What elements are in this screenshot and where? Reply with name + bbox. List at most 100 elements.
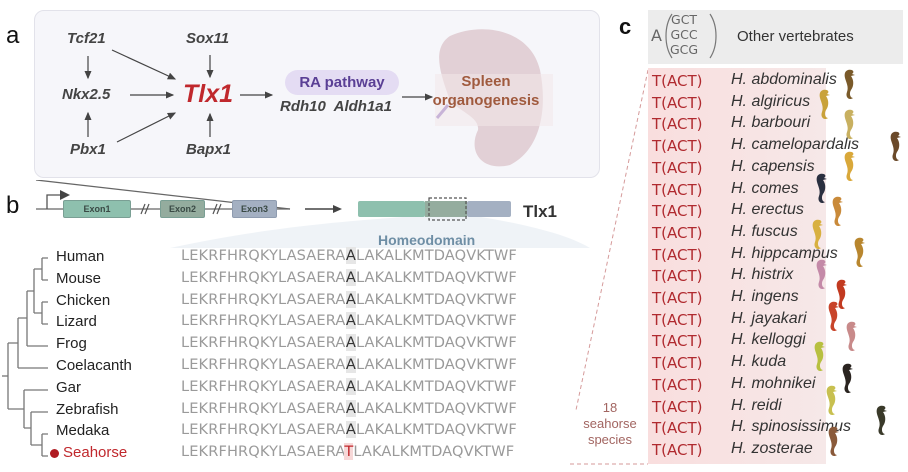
sequence-row: LEKRFHRQKYLASAERAALAKALKMTDAQVKTWF [181, 312, 517, 330]
sequence-prefix: LEKRFHRQKYLASAERA [181, 443, 345, 461]
species-label: Seahorse [63, 444, 128, 462]
seahorse-codon: T(ACT) [652, 375, 703, 394]
seahorse-codon: T(ACT) [652, 158, 703, 177]
seahorse-species-name: H. jayakari [731, 309, 807, 327]
exon1-box: Exon1 [63, 200, 131, 218]
seahorse-codon: T(ACT) [652, 332, 703, 351]
spleen-organogenesis-label: Spleen organogenesis [416, 72, 556, 110]
seahorse-species-count-note: 18 seahorse species [578, 400, 642, 448]
species-label: Human [56, 248, 105, 265]
variable-site: A [345, 312, 356, 330]
seahorse-species-name: H. fuscus [731, 222, 798, 240]
variable-site: A [345, 334, 356, 352]
seahorse-species-name: H. algiricus [731, 92, 811, 110]
seahorse-icon [812, 219, 823, 250]
seahorse-codon: T(ACT) [652, 440, 703, 459]
variable-site: A [345, 268, 356, 286]
sequence-prefix: LEKRFHRQKYLASAERA [181, 247, 346, 264]
note-line2: seahorse [583, 416, 637, 431]
sequence-prefix: LEKRFHRQKYLASAERA [181, 268, 346, 286]
sequence-suffix: LAKALKMTDAQVKTWF [355, 421, 517, 439]
seahorse-icon [844, 69, 855, 100]
seahorse-icon [844, 109, 855, 140]
arrow-pbx1-tlx1 [116, 112, 177, 143]
sequence-row: LEKRFHRQKYLASAERAALAKALKMTDAQVKTWF [181, 377, 517, 395]
seahorse-species-name: H. histrix [731, 266, 794, 284]
species-label: Gar [56, 378, 82, 396]
seahorse-codon: T(ACT) [652, 397, 703, 416]
seahorse-icon [832, 196, 843, 227]
sequence-prefix: LEKRFHRQKYLASAERA [181, 334, 346, 352]
panel-c-label: c [619, 14, 632, 39]
gene-tlx1: Tlx1 [183, 80, 234, 108]
sequence-suffix: LAKALKMTDAQVKTWF [355, 377, 517, 395]
variable-site: A [345, 356, 356, 373]
seahorse-species-name: H. kelloggi [731, 331, 806, 349]
codon-gcg: GCG [670, 42, 699, 57]
seahorse-codon: T(ACT) [652, 419, 703, 438]
variable-site: T [344, 443, 354, 461]
sequence-prefix: LEKRFHRQKYLASAERA [181, 290, 346, 308]
note-count: 18 [602, 400, 618, 415]
sequence-suffix: LAKALKMTDAQVKTWF [355, 247, 517, 264]
sequence-row: LEKRFHRQKYLASAERAALAKALKMTDAQVKTWF [181, 399, 517, 417]
panel-a-label: a [6, 22, 20, 49]
gene-bapx1: Bapx1 [186, 141, 232, 158]
exon3-box: Exon3 [232, 200, 277, 218]
exon2-box: Exon2 [160, 200, 205, 218]
sequence-suffix: LAKALKMTDAQVKTWF [355, 268, 517, 286]
ra-pathway-genes: Rdh10 Aldh1a1 [280, 98, 392, 115]
protein-segment-1 [358, 201, 425, 217]
sequence-row: LEKRFHRQKYLASAERAALAKALKMTDAQVKTWF [181, 268, 517, 286]
seahorse-codon: T(ACT) [652, 310, 703, 329]
gene-pbx1: Pbx1 [70, 141, 106, 158]
sequence-prefix: LEKRFHRQKYLASAERA [181, 377, 346, 395]
species-label: Medaka [56, 422, 110, 440]
outcome-line1: Spleen [461, 73, 511, 90]
seahorse-species-name: H. hippcampus [731, 244, 838, 262]
spleen-label-bg [435, 74, 553, 126]
seahorse-icon [890, 131, 901, 162]
other-vertebrates-box [648, 10, 903, 64]
sequence-row: LEKRFHRQKYLASAERAALAKALKMTDAQVKTWF [181, 421, 517, 439]
codon-parentheses [665, 13, 717, 59]
codon-stack: GCT GCC GCG [670, 12, 698, 57]
phylogenetic-tree [2, 257, 48, 457]
codon-gct: GCT [671, 12, 698, 27]
arrow-tcf21-tlx1 [111, 49, 177, 80]
note-line3: species [587, 432, 633, 447]
seahorse-marker-dot [50, 449, 59, 459]
outcome-line2: organogenesis [432, 92, 540, 109]
homeodomain-fan [170, 214, 590, 248]
seahorse-codon: T(ACT) [652, 289, 703, 307]
ra-pathway-pill: RA pathway [285, 70, 399, 95]
seahorse-species-name: H. kuda [731, 353, 787, 371]
other-vertebrates-label: Other vertebrates [737, 28, 854, 45]
sequence-suffix: LAKALKMTDAQVKTWF [355, 312, 517, 330]
seahorse-icon [828, 301, 839, 332]
seahorse-species-name: H. mohnikei [731, 374, 816, 392]
sequence-row: LEKRFHRQKYLASAERAALAKALKMTDAQVKTWF [181, 356, 517, 373]
species-label: Lizard [56, 313, 97, 331]
seahorse-codon: T(ACT) [652, 93, 703, 112]
seahorse-species-name: H. erectus [731, 201, 804, 219]
seahorse-species-name: H. abdominalis [731, 71, 837, 88]
intron-break-1 [140, 203, 150, 215]
seahorse-species-name: H. barbouri [731, 114, 811, 132]
species-label: Coelacanth [56, 357, 132, 374]
sequence-prefix: LEKRFHRQKYLASAERA [181, 399, 346, 417]
seahorse-codon: T(ACT) [652, 115, 703, 134]
sequence-suffix: LAKALKMTDAQVKTWF [355, 399, 517, 417]
variable-site: A [345, 290, 356, 308]
seahorse-icon [842, 363, 853, 394]
sequence-row: LEKRFHRQKYLASAERATLAKALKMTDAQVKTWF [181, 443, 514, 461]
zoom-connector-lines [570, 69, 649, 465]
regulatory-network-arrows [84, 29, 553, 167]
sequence-row: LEKRFHRQKYLASAERAALAKALKMTDAQVKTWF [181, 290, 517, 308]
sequence-row: LEKRFHRQKYLASAERAALAKALKMTDAQVKTWF [181, 334, 517, 352]
sequence-row: LEKRFHRQKYLASAERAALAKALKMTDAQVKTWF [181, 247, 517, 264]
gene-sox11: Sox11 [186, 30, 230, 47]
seahorse-icon [854, 237, 865, 268]
seahorse-codon: T(ACT) [652, 223, 703, 242]
seahorse-codon: T(ACT) [652, 202, 703, 221]
